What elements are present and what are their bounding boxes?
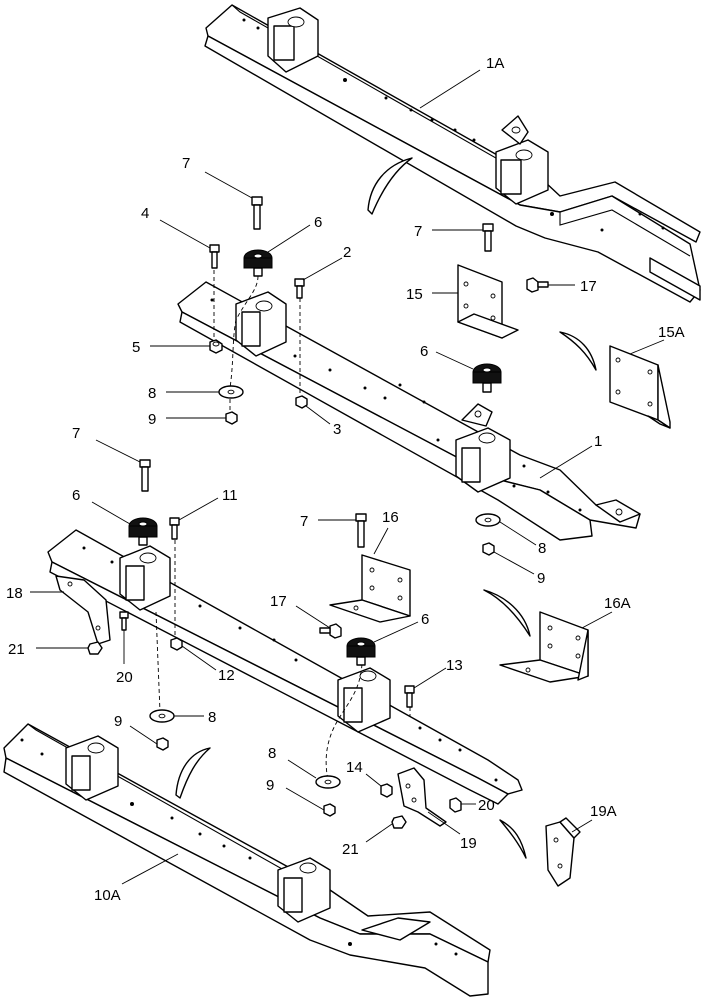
callout-21: 21: [8, 641, 25, 658]
callout-20: 20: [478, 797, 495, 814]
bracket-15A: [609, 345, 671, 429]
callout-5: 5: [132, 339, 140, 356]
bolt-11: [169, 517, 180, 540]
nut-3: [295, 395, 308, 409]
callout-10A: 10A: [94, 887, 121, 904]
callout-19: 19: [460, 835, 477, 852]
rubber-mount-6: [243, 249, 273, 277]
bracket-19A: [545, 817, 581, 887]
rubber-mount-6: [346, 637, 376, 666]
callout-8: 8: [268, 745, 276, 762]
bolt-7: [355, 513, 367, 548]
callout-8: 8: [208, 709, 216, 726]
callout-1A: 1A: [486, 55, 504, 72]
rubber-mount-6: [128, 517, 158, 546]
callout-18: 18: [6, 585, 23, 602]
direction-arrow: [367, 157, 413, 215]
nut-9: [225, 411, 238, 425]
washer-8: [475, 513, 501, 527]
nut-9: [156, 737, 169, 751]
bracket-16: [329, 554, 411, 623]
nut-9: [323, 803, 336, 817]
callout-19A: 19A: [590, 803, 617, 820]
bracket-16A: [499, 611, 589, 683]
bolt-2: [294, 278, 305, 299]
callout-17: 17: [580, 278, 597, 295]
callout-7: 7: [300, 513, 308, 530]
callout-9: 9: [114, 713, 122, 730]
bolt-4: [209, 244, 220, 269]
callout-8: 8: [148, 385, 156, 402]
callout-17: 17: [270, 593, 287, 610]
callout-6: 6: [421, 611, 429, 628]
bracket-19: [397, 767, 447, 827]
callout-7: 7: [182, 155, 190, 172]
callout-9: 9: [148, 411, 156, 428]
nut-9: [482, 542, 495, 556]
callout-20: 20: [116, 669, 133, 686]
frame-rail-10A: [3, 723, 491, 997]
nut-21: [87, 641, 103, 655]
callout-2: 2: [343, 244, 351, 261]
direction-arrow: [499, 819, 527, 859]
direction-arrow: [559, 331, 597, 371]
callout-11: 11: [222, 487, 238, 504]
callout-7: 7: [414, 223, 422, 240]
bolt-20: [449, 797, 462, 813]
callout-15: 15: [406, 286, 423, 303]
callout-7: 7: [72, 425, 80, 442]
callout-8: 8: [538, 540, 546, 557]
callout-12: 12: [218, 667, 235, 684]
frame-rail-1A: [204, 4, 701, 303]
nut-5: [209, 339, 223, 354]
callout-6: 6: [420, 343, 428, 360]
bolt-17: [319, 623, 342, 639]
callout-14: 14: [346, 759, 363, 776]
bolt-7: [482, 223, 494, 252]
bracket-15: [457, 264, 519, 339]
frame-rail-1: [177, 281, 641, 541]
bolt-20: [119, 611, 129, 631]
rubber-mount-6: [472, 363, 502, 393]
callout-1: 1: [594, 433, 602, 450]
washer-8: [149, 709, 175, 723]
frame-rail-lower: [47, 529, 523, 805]
washer-8: [218, 385, 244, 399]
bracket-18: [55, 575, 111, 645]
direction-arrow: [175, 747, 211, 799]
callout-9: 9: [266, 777, 274, 794]
callout-16: 16: [382, 509, 399, 526]
nut-14: [380, 783, 393, 798]
bolt-7: [139, 459, 151, 492]
callout-21: 21: [342, 841, 359, 858]
callout-3: 3: [333, 421, 341, 438]
washer-8: [315, 775, 341, 789]
callout-13: 13: [446, 657, 463, 674]
callout-15A: 15A: [658, 324, 685, 341]
bolt-13: [404, 685, 415, 708]
callout-6: 6: [314, 214, 322, 231]
callout-16A: 16A: [604, 595, 631, 612]
nut-12: [170, 637, 183, 651]
nut-21: [391, 815, 407, 829]
direction-arrow: [483, 589, 531, 637]
callout-4: 4: [141, 205, 149, 222]
callout-9: 9: [537, 570, 545, 587]
bolt-17: [526, 277, 549, 293]
bolt-7: [251, 196, 263, 230]
callout-6: 6: [72, 487, 80, 504]
